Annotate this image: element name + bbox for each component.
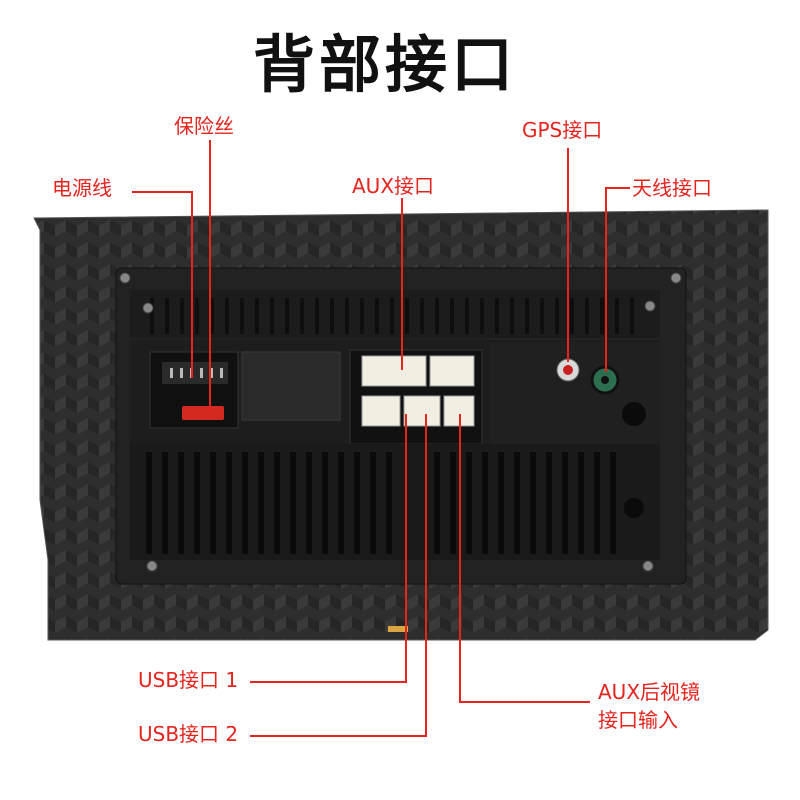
antenna-label: 天线接口 [632, 176, 712, 200]
usb2-leader [250, 414, 427, 737]
gps-label: GPS接口 [522, 118, 603, 142]
power-label: 电源线 [52, 176, 112, 200]
fuse [182, 406, 224, 420]
page-title: 背部接口 [252, 28, 517, 101]
aux-rear-label-line1: AUX后视镜 [598, 680, 701, 704]
aux-rear-leader [459, 414, 590, 703]
blank-plate [241, 351, 341, 421]
screws [119, 272, 682, 572]
fuse-label: 保险丝 [174, 114, 234, 138]
usb1-leader [250, 414, 407, 683]
usb2-connector [403, 395, 441, 427]
top-vents [150, 298, 634, 334]
aux-label: AUX接口 [352, 174, 435, 198]
heatsink [130, 444, 660, 560]
usb1-connector [361, 395, 401, 427]
aux-connector [361, 355, 427, 387]
aux-rear-label-line2: 接口输入 [598, 708, 678, 732]
usb1-label: USB接口 1 [138, 668, 239, 692]
power-leader [132, 191, 193, 378]
usb2-label: USB接口 2 [138, 722, 239, 746]
antenna-leader [605, 187, 630, 372]
